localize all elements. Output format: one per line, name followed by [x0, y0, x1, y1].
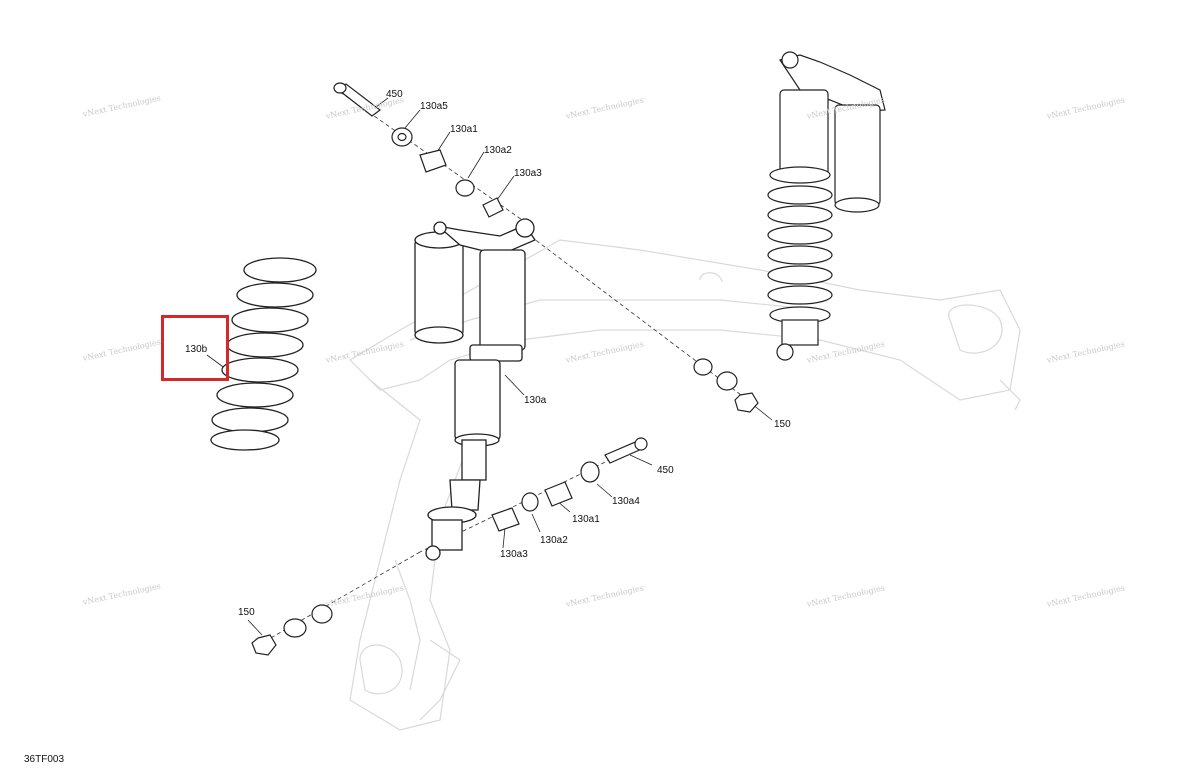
callout-130b[interactable]: 130b — [185, 344, 208, 355]
middle-hardware — [491, 437, 648, 532]
sleeve-130a3-top — [482, 197, 504, 218]
top-hardware — [333, 82, 504, 218]
callout-130a4[interactable]: 130a4 — [612, 496, 640, 507]
selected-part-highlight — [161, 315, 229, 381]
shock-absorber-rear — [767, 51, 886, 361]
ring-right — [693, 358, 713, 376]
left-hardware — [251, 604, 333, 656]
callout-150-right[interactable]: 150 — [774, 419, 791, 430]
callout-130a2-top[interactable]: 130a2 — [484, 145, 512, 156]
nut-150-left — [251, 634, 277, 656]
callout-450-top[interactable]: 450 — [386, 89, 403, 100]
callout-130a[interactable]: 130a — [524, 395, 547, 406]
callout-130a1-mid[interactable]: 130a1 — [572, 514, 600, 525]
washer-right — [716, 371, 738, 391]
bolt-head-top — [333, 82, 347, 94]
callout-150-left[interactable]: 150 — [238, 607, 255, 618]
callout-130a1-top[interactable]: 130a1 — [450, 124, 478, 135]
right-hardware — [693, 358, 759, 413]
shock-absorber-130a — [414, 218, 536, 561]
ring-left — [311, 604, 333, 624]
bushing-130a1-mid — [544, 481, 573, 507]
sleeve-130a3-mid — [491, 507, 520, 532]
washer-left — [283, 618, 307, 638]
diagram-code: 36TF003 — [24, 754, 65, 765]
bushing-130a1-top — [419, 149, 447, 173]
callout-130a2-mid[interactable]: 130a2 — [540, 535, 568, 546]
ring-130a2-mid — [521, 492, 539, 512]
coil-spring-130b — [210, 257, 317, 451]
callout-130a5[interactable]: 130a5 — [420, 101, 448, 112]
ring-130a2-top — [455, 179, 475, 197]
callout-450-mid[interactable]: 450 — [657, 465, 674, 476]
alignment-lines — [261, 91, 746, 644]
washer-130a4 — [580, 461, 600, 483]
callout-130a3-mid[interactable]: 130a3 — [500, 549, 528, 560]
callout-130a3-top[interactable]: 130a3 — [514, 168, 542, 179]
nut-150-right — [734, 392, 759, 413]
